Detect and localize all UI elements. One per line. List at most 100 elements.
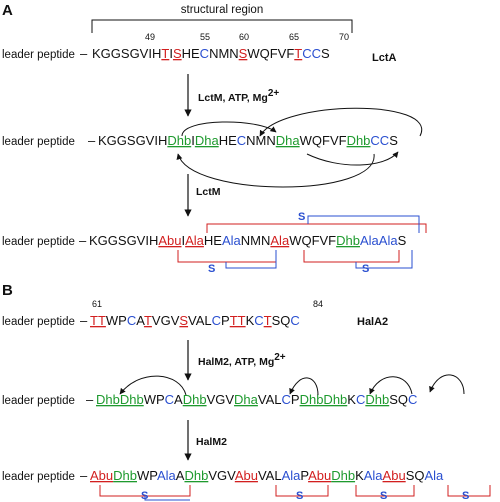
residue-segment: I <box>191 133 195 148</box>
lcta-dehydrated-sequence: KGGSGVIHDhbIDhaHECNMNDhaWQFVFDhbCCS <box>98 133 398 148</box>
reaction-reagents-lctm: LctM <box>196 186 221 198</box>
residue-segment: HE <box>219 133 237 148</box>
residue-segment: C <box>165 392 174 407</box>
residue-segment: Dhb <box>347 133 371 148</box>
cyclization-arc-b3 <box>369 376 413 395</box>
residue-number-49: 49 <box>145 32 155 42</box>
residue-segment: C <box>127 313 136 328</box>
residue-segment: Ala <box>185 233 205 248</box>
residue-segment: VGV <box>152 313 180 328</box>
peptide-bond-dash: – <box>86 392 94 407</box>
residue-segment: DhbDhb <box>300 392 348 407</box>
residue-segment: S <box>321 46 330 61</box>
residue-segment: Abu <box>158 233 181 248</box>
thioether-bridge-b1-blue <box>144 496 190 501</box>
leader-peptide-label: leader peptide <box>2 471 75 483</box>
residue-segment: SQ <box>272 313 291 328</box>
lcta-cyclized-sequence: KGGSGVIHAbuIAlaHEAlaNMNAlaWQFVFDhbAlaAla… <box>89 233 407 248</box>
residue-segment: Dhb <box>365 392 389 407</box>
residue-segment: VGV <box>208 468 236 483</box>
cyclization-arc-ring-b <box>259 107 423 137</box>
residue-segment: Dha <box>234 392 259 407</box>
peptide-bond-dash: – <box>80 313 88 328</box>
residue-segment: C <box>408 392 417 407</box>
residue-segment: Ala <box>364 468 384 483</box>
residue-number-84: 84 <box>313 299 323 309</box>
sulfur-atom-label: S <box>141 490 148 502</box>
residue-segment: VAL <box>258 392 282 407</box>
residue-segment: K <box>347 392 356 407</box>
residue-segment: Ala <box>157 468 177 483</box>
thioether-bridge-blue-lower-2 <box>355 250 413 269</box>
peptide-bond-dash: – <box>80 468 88 483</box>
sulfur-atom-label: S <box>208 263 215 275</box>
cyclization-arc-ring-a <box>181 121 277 137</box>
sulfur-atom-label: S <box>362 263 369 275</box>
residue-segment: VAL <box>188 313 212 328</box>
residue-segment: KGGSGVIH <box>92 46 161 61</box>
residue-number-65: 65 <box>289 32 299 42</box>
residue-segment: Ala <box>282 468 302 483</box>
hala2-precursor-sequence: TTWPCATVGVSVALCPTTKCTSQC <box>90 313 300 328</box>
thioether-bridge-blue-lower-1 <box>225 250 277 269</box>
residue-segment: C <box>237 133 246 148</box>
sulfur-atom-label: S <box>298 211 305 223</box>
residue-segment: P <box>300 468 308 483</box>
residue-segment: S <box>179 313 188 328</box>
residue-segment: KGGSGVIH <box>89 233 158 248</box>
residue-segment: Dhb <box>113 468 137 483</box>
residue-segment: T <box>294 46 302 61</box>
residue-segment: Abu <box>383 468 406 483</box>
thioether-bridge-b2 <box>275 485 329 497</box>
residue-segment: C <box>212 313 221 328</box>
residue-segment: P <box>221 313 230 328</box>
residue-segment: CC <box>302 46 321 61</box>
residue-segment: A <box>176 468 185 483</box>
peptide-bond-dash: – <box>80 46 88 61</box>
cyclization-arc-b1 <box>119 375 187 396</box>
residue-segment: WQFVF <box>289 233 336 248</box>
residue-segment: S <box>389 133 398 148</box>
residue-segment: DhbDhb <box>96 392 144 407</box>
residue-segment: P <box>291 392 300 407</box>
residue-segment: A <box>136 313 145 328</box>
residue-segment: WQFVF <box>247 46 294 61</box>
thioether-bridge-blue-top <box>307 215 420 233</box>
peptide-bond-dash: – <box>88 133 96 148</box>
residue-segment: AlaAla <box>360 233 398 248</box>
residue-segment: SQ <box>389 392 408 407</box>
lcta-peptide-name: LctA <box>372 52 397 64</box>
residue-number-55: 55 <box>200 32 210 42</box>
cyclization-arc-ring-d <box>176 153 375 188</box>
structural-region-bracket <box>91 19 353 33</box>
sulfur-atom-label: S <box>380 490 387 502</box>
residue-segment: Ala <box>424 468 444 483</box>
residue-segment: WP <box>137 468 157 483</box>
residue-segment: S <box>239 46 248 61</box>
residue-segment: WP <box>144 392 165 407</box>
residue-number-70: 70 <box>339 32 349 42</box>
leader-peptide-label: leader peptide <box>2 395 75 407</box>
thioether-bridge-abu-ala <box>177 250 277 263</box>
residue-segment: Ala <box>222 233 242 248</box>
residue-segment: VAL <box>258 468 282 483</box>
residue-segment: NMN <box>241 233 271 248</box>
residue-segment: VGV <box>207 392 235 407</box>
residue-segment: Ala <box>270 233 290 248</box>
residue-segment: Dhb <box>184 468 208 483</box>
residue-segment: T <box>161 46 169 61</box>
sulfur-atom-label: S <box>462 490 469 502</box>
thioether-bridge-ala-ala <box>303 250 400 263</box>
hala2-cyclized-sequence: AbuDhbWPAlaADhbVGVAbuVALAlaPAbuDhbKAlaAb… <box>90 468 444 483</box>
residue-segment: A <box>174 392 183 407</box>
residue-segment: C <box>290 313 299 328</box>
residue-segment: C <box>356 392 365 407</box>
residue-segment: Dhb <box>183 392 207 407</box>
residue-segment: Dhb <box>336 233 360 248</box>
residue-number-61: 61 <box>92 299 102 309</box>
cyclization-arc-b2 <box>289 377 319 396</box>
hala2-peptide-name: HalA2 <box>357 316 388 328</box>
cyclization-arc-b4 <box>429 374 465 395</box>
residue-segment: Abu <box>90 468 113 483</box>
